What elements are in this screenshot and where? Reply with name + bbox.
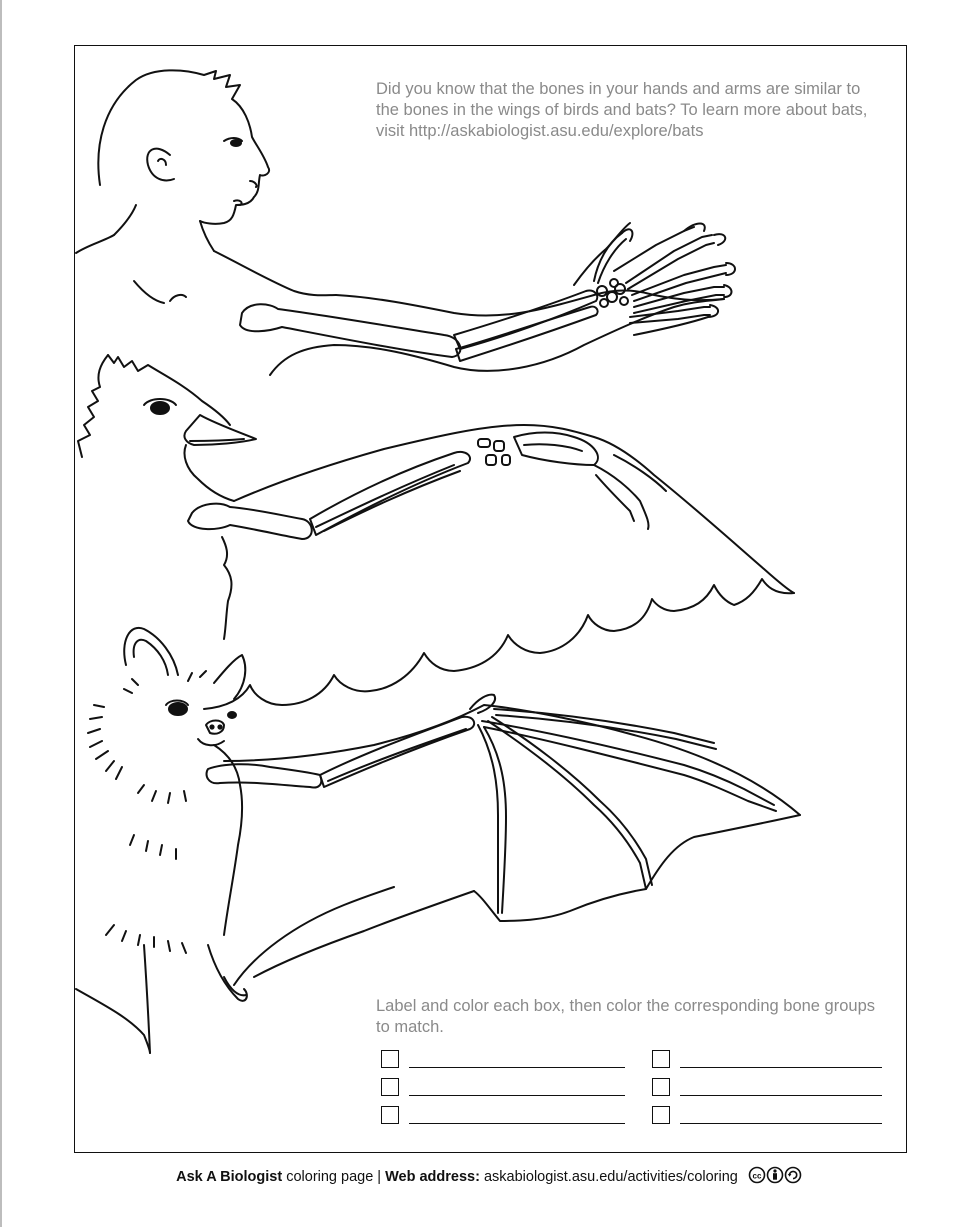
bat-figure <box>75 626 801 1054</box>
svg-text:cc: cc <box>752 1171 761 1180</box>
label-line[interactable] <box>680 1067 882 1068</box>
color-checkbox[interactable] <box>652 1078 670 1096</box>
intro-text: Did you know that the bones in your hand… <box>376 80 868 140</box>
share-alike-icon <box>784 1166 802 1184</box>
page-footer: Ask A Biologist coloring page | Web addr… <box>0 1166 980 1185</box>
legend-row <box>381 1106 629 1128</box>
color-checkbox[interactable] <box>381 1050 399 1068</box>
legend-row <box>381 1078 629 1100</box>
color-checkbox[interactable] <box>381 1106 399 1124</box>
attribution-icon <box>766 1166 784 1184</box>
coloring-illustration <box>75 69 801 1054</box>
footer-brand: Ask A Biologist <box>176 1169 283 1185</box>
human-figure <box>75 69 736 376</box>
color-checkbox[interactable] <box>652 1106 670 1124</box>
label-line[interactable] <box>409 1123 625 1124</box>
coloring-frame <box>74 45 907 1153</box>
page-edge-rule <box>0 0 2 1227</box>
color-checkbox[interactable] <box>381 1078 399 1096</box>
license-icons: cc <box>748 1166 802 1184</box>
instructions-text: Label and color each box, then color the… <box>376 997 876 1036</box>
creative-commons-icon: cc <box>748 1166 766 1184</box>
label-line[interactable] <box>409 1095 625 1096</box>
label-line[interactable] <box>680 1123 882 1124</box>
bird-figure <box>77 354 795 710</box>
footer-middle: coloring page | <box>282 1169 386 1185</box>
footer-web-label: Web address: <box>385 1169 480 1185</box>
legend-row <box>652 1106 900 1128</box>
footer-url[interactable]: askabiologist.asu.edu/activities/colorin… <box>479 1169 738 1185</box>
legend-row <box>381 1050 629 1072</box>
label-line[interactable] <box>680 1095 882 1096</box>
legend-row <box>652 1078 900 1100</box>
color-checkbox[interactable] <box>652 1050 670 1068</box>
legend-row <box>652 1050 900 1072</box>
label-line[interactable] <box>409 1067 625 1068</box>
